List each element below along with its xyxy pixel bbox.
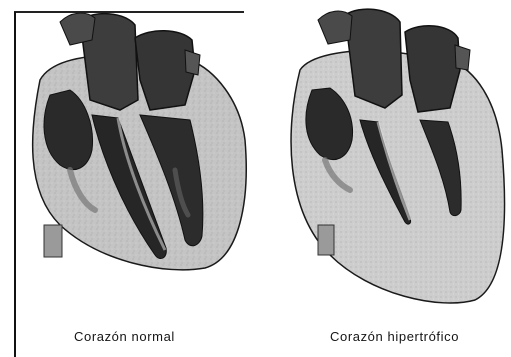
hypertrophic-heart-caption: Corazón hipertrófico <box>330 329 459 344</box>
normal-heart <box>33 13 247 270</box>
hypertrophic-heart <box>291 9 505 303</box>
normal-heart-caption: Corazón normal <box>74 329 175 344</box>
